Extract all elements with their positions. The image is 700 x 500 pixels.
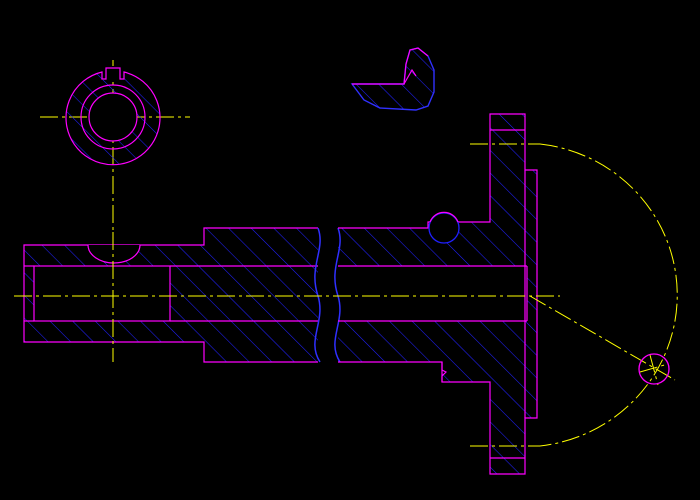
shaft-right-hatch	[338, 114, 537, 474]
bolt-hole-circle	[638, 353, 670, 385]
hook-part	[350, 47, 435, 111]
slotted-washer	[65, 66, 161, 166]
hook-part-edge	[352, 47, 429, 85]
relief-circle-outline	[429, 211, 459, 223]
left-bore-outline	[33, 265, 171, 322]
pcd-arc	[539, 143, 678, 447]
break-lines	[314, 227, 341, 363]
shaft-left-section	[23, 227, 318, 363]
washer-inner-ring	[80, 84, 146, 150]
shaft-right-section	[338, 113, 538, 475]
shaft-right-outline	[338, 113, 538, 475]
hub-notch	[441, 362, 448, 382]
relief-circle	[428, 212, 460, 244]
washer-outline	[65, 67, 161, 166]
bolt-hole-cross-b	[649, 354, 659, 386]
hook-part-shape	[350, 47, 435, 111]
bolt-radial-line	[529, 295, 676, 381]
washer-slot-mask	[102, 66, 124, 80]
hook-inner-notch	[403, 68, 417, 85]
washer-inner-hole	[88, 92, 138, 142]
shaft-left-hatch	[24, 228, 318, 362]
shaft-left-outline	[23, 227, 318, 363]
bolt-hole-cross-a	[639, 363, 669, 373]
cross-hole-arc	[87, 244, 141, 264]
